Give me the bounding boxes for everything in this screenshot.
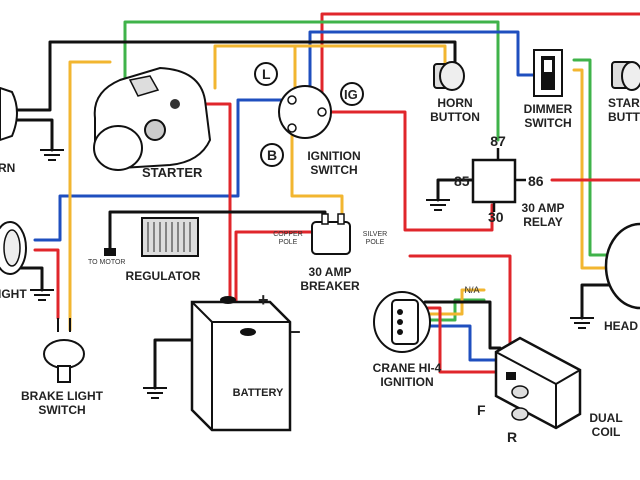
wire-yellow-dimmer [572,68,617,270]
regulator-label: REGULATOR [126,269,201,283]
terminal-l-label: L [262,66,271,82]
wire-yellow-dimmer-2 [572,58,617,257]
relay-85-label: 85 [454,173,470,189]
wire-red-coil [408,254,512,382]
wire-red-crane [423,306,502,374]
wire-red-left [33,248,60,320]
wire-black-horn-gnd [14,118,54,152]
relay-30-label: 30 [488,209,504,225]
r-label: R [507,429,517,445]
wire-blue-left [33,98,292,242]
wire-yellow-left [68,60,112,332]
wire-blue-top [308,30,542,90]
ground-icon [40,149,64,161]
dual-coil-icon [494,336,582,430]
battery-plus-label: + [258,290,269,310]
horn-button-icon [433,61,465,91]
wire-black-top [14,40,457,112]
wire-red-ign [320,110,494,232]
terminal-ig-label: IG [344,87,358,102]
f-label: F [477,402,486,418]
dimmer-switch-icon [533,49,563,97]
light-left-label: IGHT [0,287,27,301]
starter-label: STARTER [142,165,203,180]
horn-icon [0,86,18,142]
headlight-icon [604,222,640,310]
wire-yellow-horn [293,44,447,70]
wire-red-breaker [234,230,318,304]
to-motor-label: TO MOTOR [88,259,125,266]
relay-86-label: 86 [528,173,544,189]
starter-icon [93,66,212,171]
wire-black-85 [436,178,475,202]
na-label: N/A [464,285,479,295]
relay-icon [471,148,526,212]
wire-yellow-breaker [290,128,344,224]
wire-black-battery [153,338,194,390]
battery-minus-label: − [290,322,301,342]
wire-green-top [123,20,500,142]
wire-black-coil [423,300,502,350]
start-button-icon [611,61,640,91]
battery-label: BATTERY [233,387,284,399]
ground-icon [30,289,54,301]
wire-black-light-gnd [18,266,44,292]
wire-yellow-top [213,44,297,92]
wire-black-head-gnd [580,283,617,320]
battery-icon [190,296,292,432]
ground-icon [143,387,167,399]
head-right-label: HEAD [604,319,638,333]
breaker-icon [311,213,351,255]
relay-87-label: 87 [490,133,506,149]
wire-blue-crane [423,324,497,362]
terminal-b-label: B [267,147,277,163]
crane-ignition-icon [373,291,431,353]
ignition-switch-icon [254,62,364,167]
horn-left-label: RN [0,161,15,175]
light-icon [0,221,27,275]
regulator-icon [104,217,199,257]
ground-icon [570,317,594,329]
ground-icon [426,199,450,211]
brake-light-switch-icon [43,318,85,383]
